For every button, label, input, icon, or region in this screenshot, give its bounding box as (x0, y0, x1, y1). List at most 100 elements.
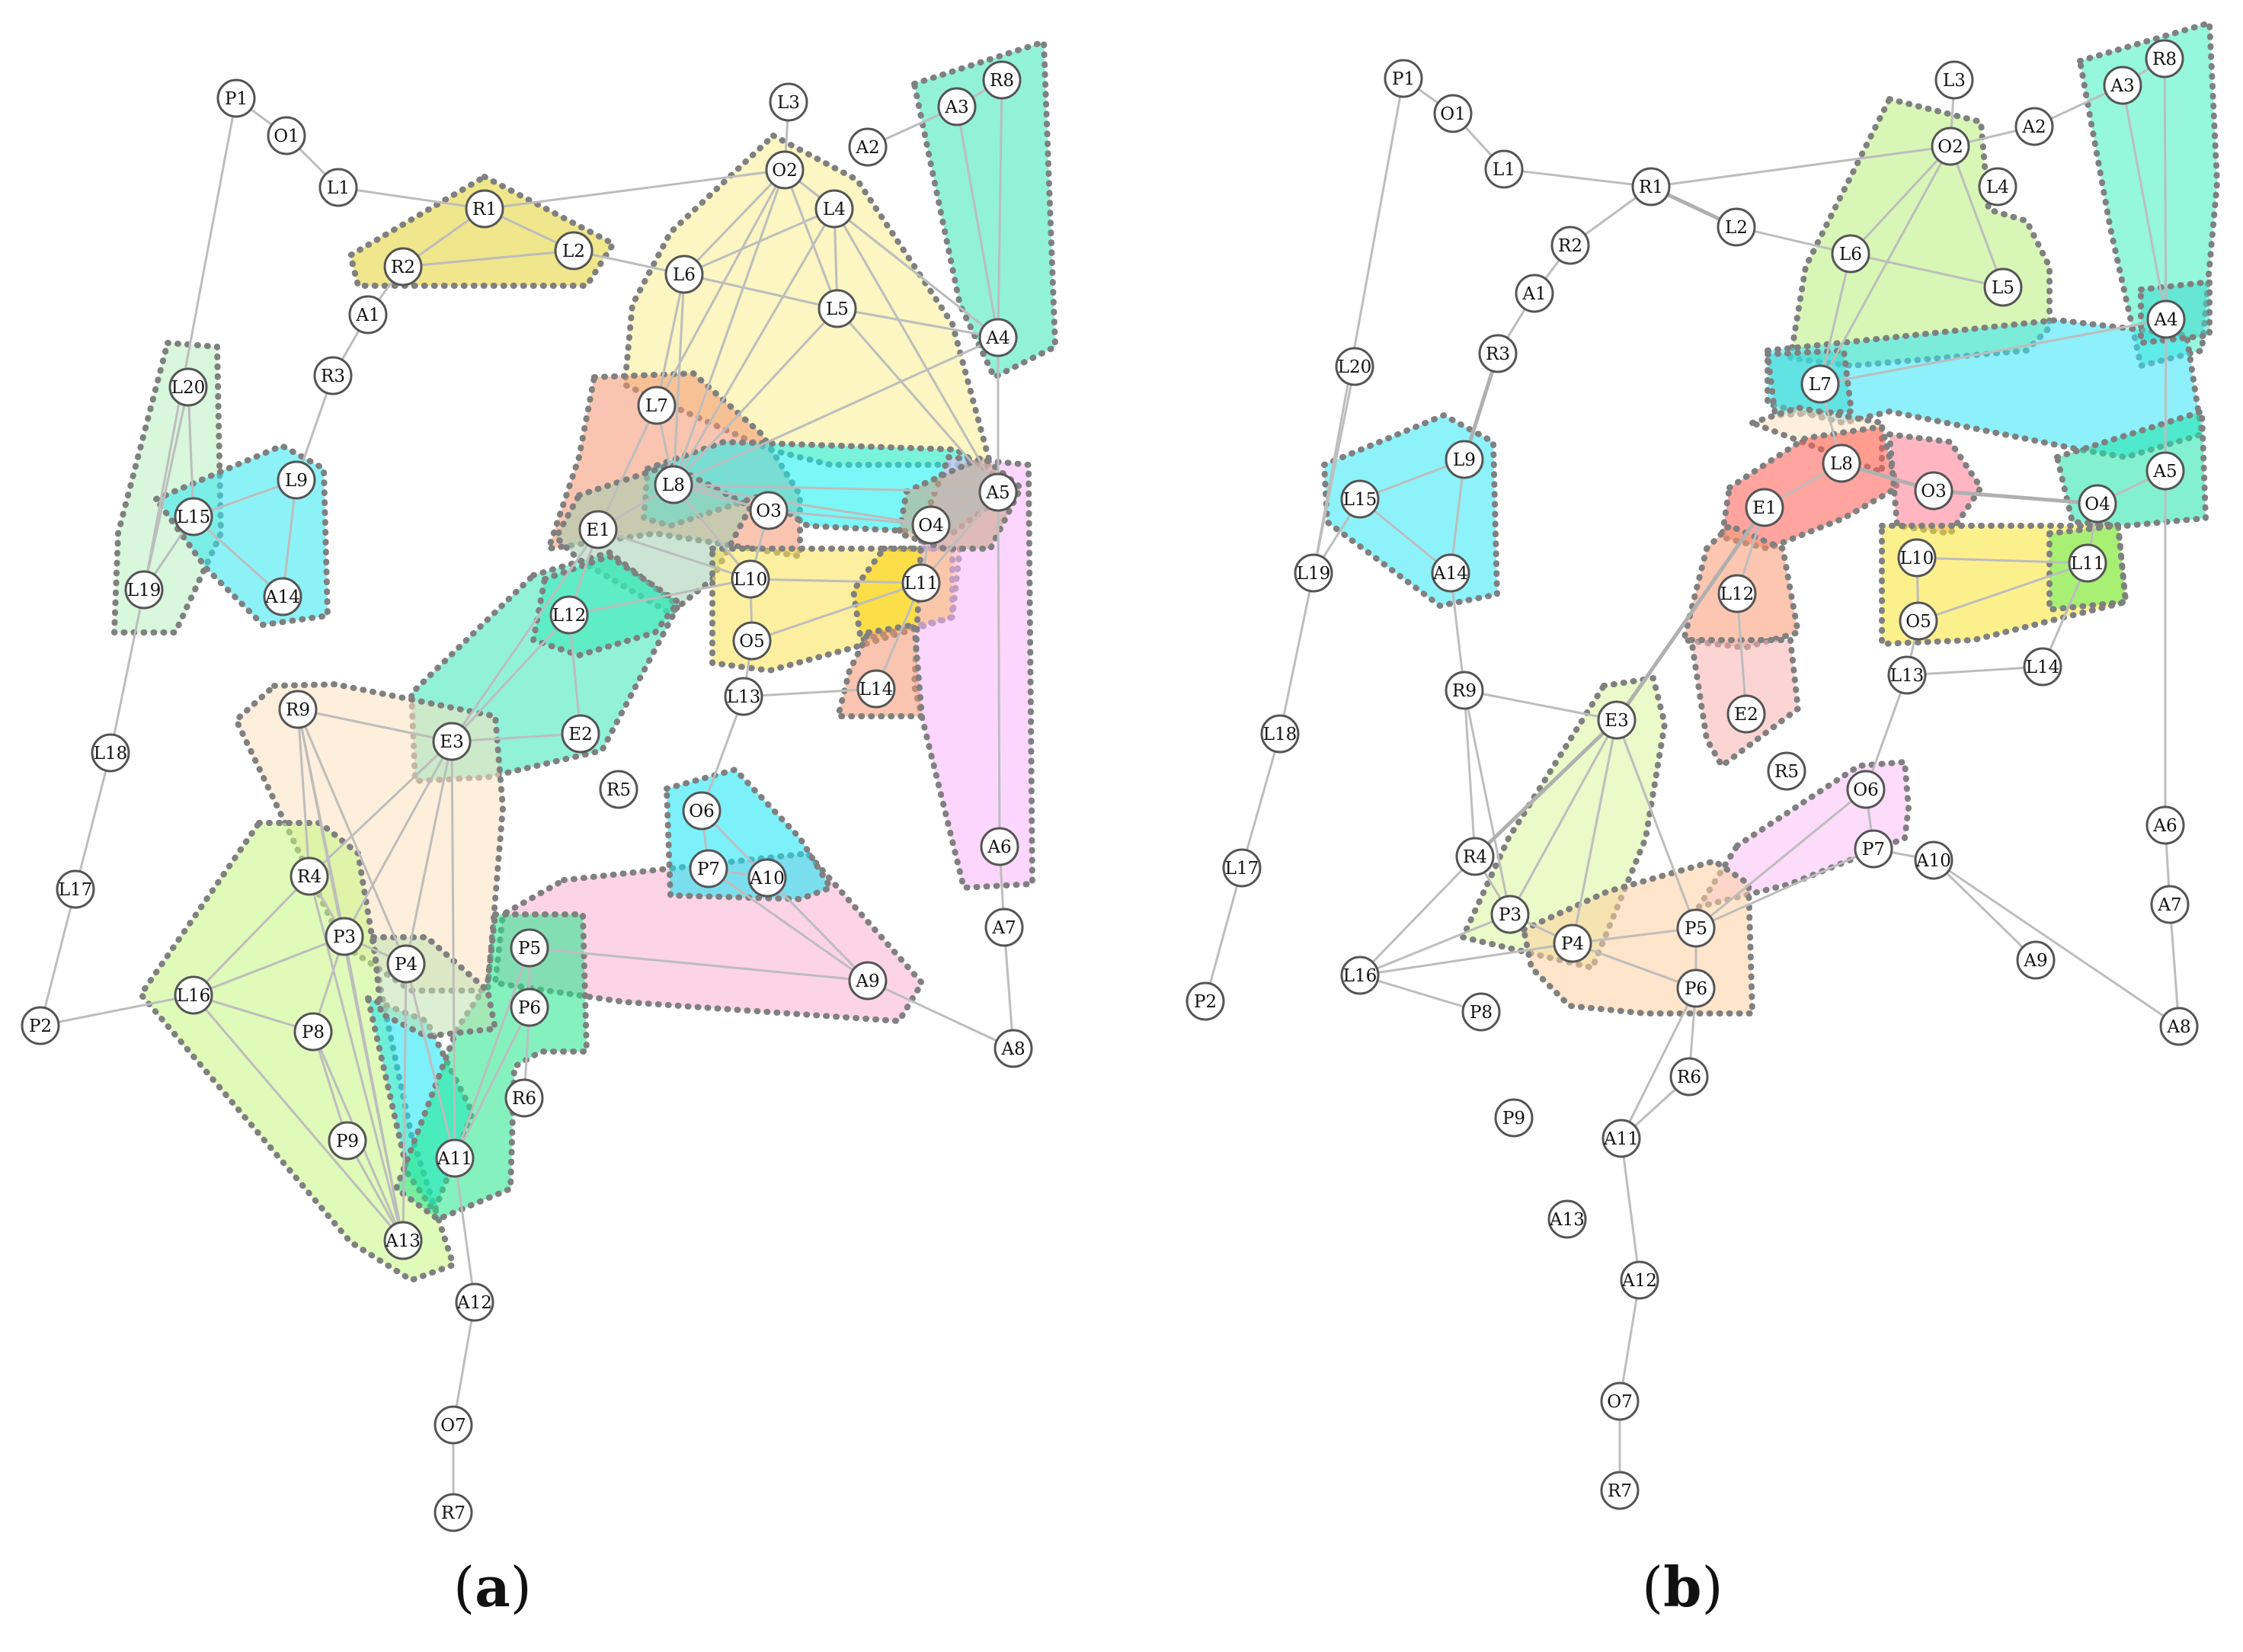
panel-b-node-o4: O4 (2078, 484, 2117, 523)
node-label: A12 (456, 1293, 492, 1313)
panel-b-edge (1918, 562, 2088, 623)
node-label: R2 (391, 258, 415, 277)
panel-a-edge (672, 484, 752, 580)
panel-a-edge (997, 491, 1001, 847)
panel-a-node-p3: P3 (325, 917, 364, 956)
node-circle (2103, 66, 2142, 105)
node-circle (465, 189, 504, 229)
node-label: A3 (944, 98, 968, 117)
node-circle (328, 1121, 367, 1161)
node-circle (1620, 1260, 1659, 1300)
node-label: A1 (1521, 284, 1546, 304)
panel-a-edge (751, 581, 922, 642)
node-circle (21, 1006, 60, 1045)
node-circle (1484, 149, 1524, 189)
node-circle (978, 318, 1018, 357)
panel-a-node-l3: L3 (769, 82, 808, 122)
panel-a-edge (402, 963, 408, 1241)
panel-b-node-l3: L3 (1934, 60, 1974, 100)
panel-b-node-p4: P4 (1553, 924, 1592, 963)
node-label: L3 (1943, 71, 1966, 91)
node-circle (1478, 334, 1518, 373)
panel-a-node-p4: P4 (386, 944, 426, 984)
node-label: L6 (673, 265, 696, 285)
node-circle (1846, 770, 1886, 809)
panel-a-node-a14: A14 (263, 577, 302, 616)
node-circle (1897, 538, 1937, 578)
panel-a-node-a12: A12 (455, 1282, 494, 1322)
panel-a-edge (1003, 927, 1015, 1049)
panel-b-node-r3: R3 (1478, 334, 1518, 373)
node-label: R8 (990, 71, 1014, 91)
panel-b-edge (1503, 168, 1652, 188)
node-label: O5 (739, 632, 765, 652)
panel-b-edge (1572, 942, 1697, 990)
panel-b-node-l10: L10 (1897, 538, 1937, 578)
node-circle (1931, 126, 1970, 166)
node-label: P9 (1502, 1109, 1525, 1129)
node-circle (1340, 479, 1380, 519)
node-label: L18 (1263, 725, 1297, 744)
node-circle (689, 849, 728, 888)
panel-b-edge (2121, 85, 2168, 320)
node-label: R4 (1463, 847, 1487, 867)
panel-a-edge (39, 888, 77, 1026)
panel-b-node-r9: R9 (1445, 671, 1484, 710)
panel-b-node-a2: A2 (2014, 107, 2054, 146)
node-circle (1726, 694, 1766, 734)
node-circle (2068, 543, 2107, 583)
node-label: R5 (1774, 762, 1799, 782)
panel-b-node-a4: A4 (2146, 299, 2186, 339)
panel-b-node-a7: A7 (2150, 885, 2190, 924)
node-label: L5 (1992, 278, 2014, 298)
panel-a-edge (405, 963, 456, 1159)
panel-a-edge (296, 709, 311, 877)
node-label: A12 (1621, 1271, 1657, 1291)
node-label: A6 (987, 837, 1011, 857)
panel-a-node-p2: P2 (21, 1006, 60, 1045)
node-circle (277, 460, 316, 500)
panel-a-node-l16: L16 (174, 975, 213, 1015)
node-label: R9 (1452, 681, 1477, 701)
node-circle (848, 127, 888, 167)
node-label: L18 (94, 744, 128, 764)
panel-a-edge (453, 1007, 531, 1159)
node-circle (1934, 60, 1974, 100)
panel-b-node-a8: A8 (2159, 1007, 2199, 1046)
panel-a-node-l13: L13 (724, 677, 763, 716)
node-circle (2023, 647, 2062, 687)
panel-b-edge (1359, 913, 1511, 977)
panel-b-group-hull (2077, 20, 2220, 369)
panel-a-edge (297, 708, 453, 743)
node-label: R8 (2152, 50, 2177, 69)
panel-b-node-l14: L14 (2023, 647, 2062, 687)
panel-b-node-a5: A5 (2145, 451, 2185, 491)
node-circle (984, 908, 1024, 947)
panel-a-edge (450, 741, 456, 1159)
node-circle (1490, 895, 1530, 934)
panel-a-node-p5: P5 (510, 928, 549, 968)
panel-b-edge (1359, 974, 1482, 1013)
panel-a-node-l12: L12 (549, 595, 589, 635)
node-circle (731, 559, 770, 599)
node-label: A4 (2153, 310, 2177, 330)
panel-a-edge (833, 208, 1000, 493)
panel-b-edge (1849, 145, 1952, 255)
node-circle (578, 510, 618, 549)
panel-a-edge (568, 578, 751, 616)
panel-a-node-l19: L19 (124, 570, 164, 610)
panel-a-edge (484, 168, 786, 210)
node-circle (325, 917, 364, 956)
panel-a-edge (655, 169, 786, 406)
panel-b-node-r5: R5 (1767, 751, 1806, 791)
panel-b-edge (1620, 1138, 1641, 1281)
node-label: P5 (518, 939, 541, 959)
panel-a-group-hull (911, 454, 1035, 891)
panel-a-edge (142, 386, 190, 591)
node-label: L7 (645, 396, 668, 416)
panel-b-node-l17: L17 (1222, 848, 1262, 888)
panel-b-node-o5: O5 (1899, 601, 1938, 641)
panel-a-edge (920, 491, 1000, 584)
node-circle (1717, 207, 1756, 247)
panel-a-node-p7: P7 (689, 849, 728, 888)
